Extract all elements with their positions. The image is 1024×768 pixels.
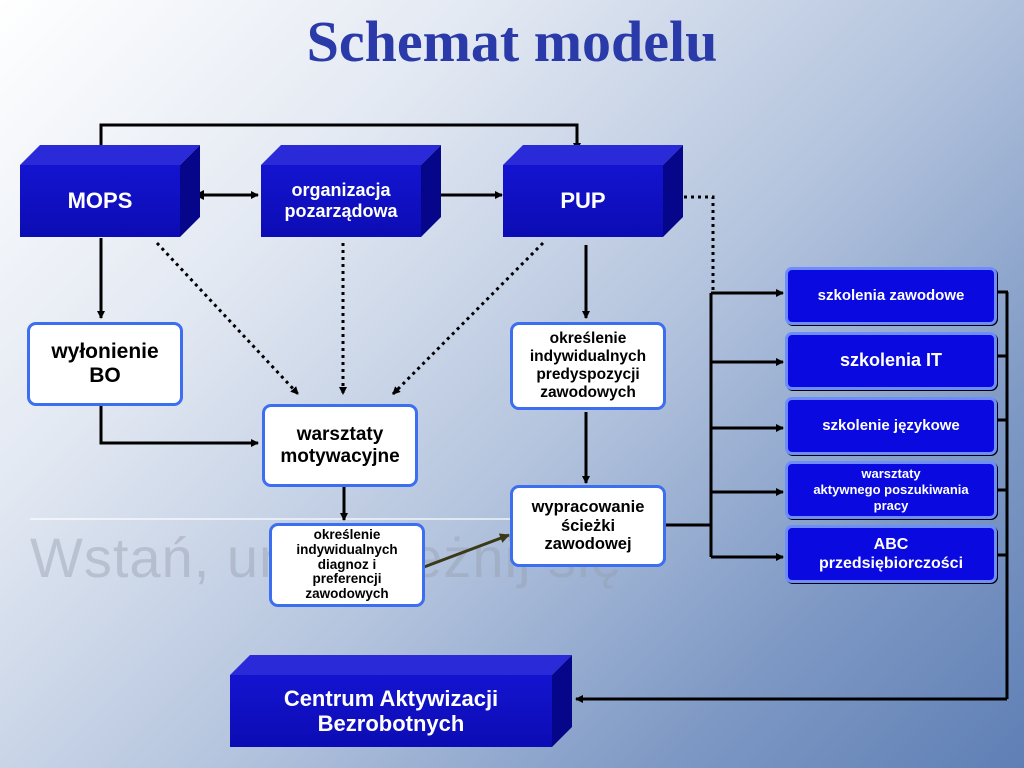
szkolenia-it-label: szkolenia IT	[839, 350, 943, 371]
mops-label: MOPS	[20, 165, 180, 237]
warsztaty-apr-line1: warsztaty	[861, 465, 921, 481]
warsztaty-motywacyjne-box: warsztaty motywacyjne	[262, 404, 418, 487]
ngo-label-line2: pozarządowa	[284, 201, 398, 221]
wypracowanie-line2: ścieżki	[560, 516, 616, 535]
slide-title: Schemat modelu	[306, 9, 718, 74]
centrum-line1: Centrum Aktywizacji	[283, 685, 499, 711]
warsztaty-apr-line3: pracy	[873, 498, 909, 514]
okreslenie-pup-line4: zawodowych	[540, 383, 636, 401]
centrum-box: Centrum Aktywizacji Bezrobotnych	[230, 655, 572, 747]
wylonienie-bo-box: wyłonienie BO	[27, 322, 183, 406]
szkolenia-zawodowe-box: szkolenia zawodowe	[785, 267, 997, 325]
abc-line2: przedsiębiorczości	[818, 555, 964, 572]
szkolenia-it-box: szkolenia IT	[785, 332, 997, 390]
okreslenie-pup-line1: określenie	[549, 330, 627, 348]
warsztaty-line2: motywacyjne	[280, 445, 400, 467]
mops-pup-link	[99, 123, 581, 151]
warsztaty-apr-line2: aktywnego poszukiwania	[813, 481, 969, 497]
ngo-box: organizacja pozarządowa	[261, 145, 441, 237]
szkolenie-jezykowe-box: szkolenie językowe	[785, 397, 997, 455]
warsztaty-line1: warsztaty	[296, 423, 384, 445]
ngo-label-line1: organizacja	[291, 180, 391, 201]
wypracowanie-sciezki-box: wypracowanie ścieżki zawodowej	[510, 485, 666, 567]
okreslenie-diag-line2: indywidualnych	[296, 541, 398, 557]
dotted-pup-warsztaty	[391, 241, 545, 396]
wylonienie-line1: wyłonienie	[51, 339, 159, 363]
okreslenie-diag-line1: określenie	[313, 526, 381, 542]
okreslenie-diag-line3: diagnoz i	[317, 556, 377, 572]
wylonienie-line2: BO	[89, 364, 121, 387]
pup-label: PUP	[503, 165, 663, 237]
okreslenie-predyspozycji-box: określenie indywidualnych predyspozycji …	[510, 322, 666, 410]
watermark-divider	[30, 518, 510, 520]
szkolenia-zawodowe-label: szkolenia zawodowe	[817, 287, 965, 304]
okreslenie-diag-line5: zawodowych	[305, 586, 389, 602]
okreslenie-diag-line4: preferencji	[312, 571, 382, 587]
abc-line1: ABC	[873, 535, 909, 553]
okreslenie-pup-line2: indywidualnych	[529, 348, 647, 366]
wypracowanie-line1: wypracowanie	[531, 497, 645, 516]
centrum-line2: Bezrobotnych	[317, 711, 465, 736]
wypracowanie-line3: zawodowej	[544, 535, 632, 554]
wylonienie-warsztaty-arrow	[99, 405, 259, 447]
warsztaty-apr-box: warsztaty aktywnego poszukiwania pracy	[785, 461, 997, 519]
diag-wypracowanie-arrow	[423, 533, 510, 569]
szkolenie-jezykowe-label: szkolenie językowe	[822, 417, 960, 434]
okreslenie-pup-line3: predyspozycji	[536, 366, 640, 383]
pup-box: PUP	[503, 145, 683, 237]
abc-przedsiebiorczosci-box: ABC przedsiębiorczości	[785, 525, 997, 583]
mops-box: MOPS	[20, 145, 200, 237]
okreslenie-diagnoz-box: określenie indywidualnych diagnoz i pref…	[269, 523, 425, 607]
